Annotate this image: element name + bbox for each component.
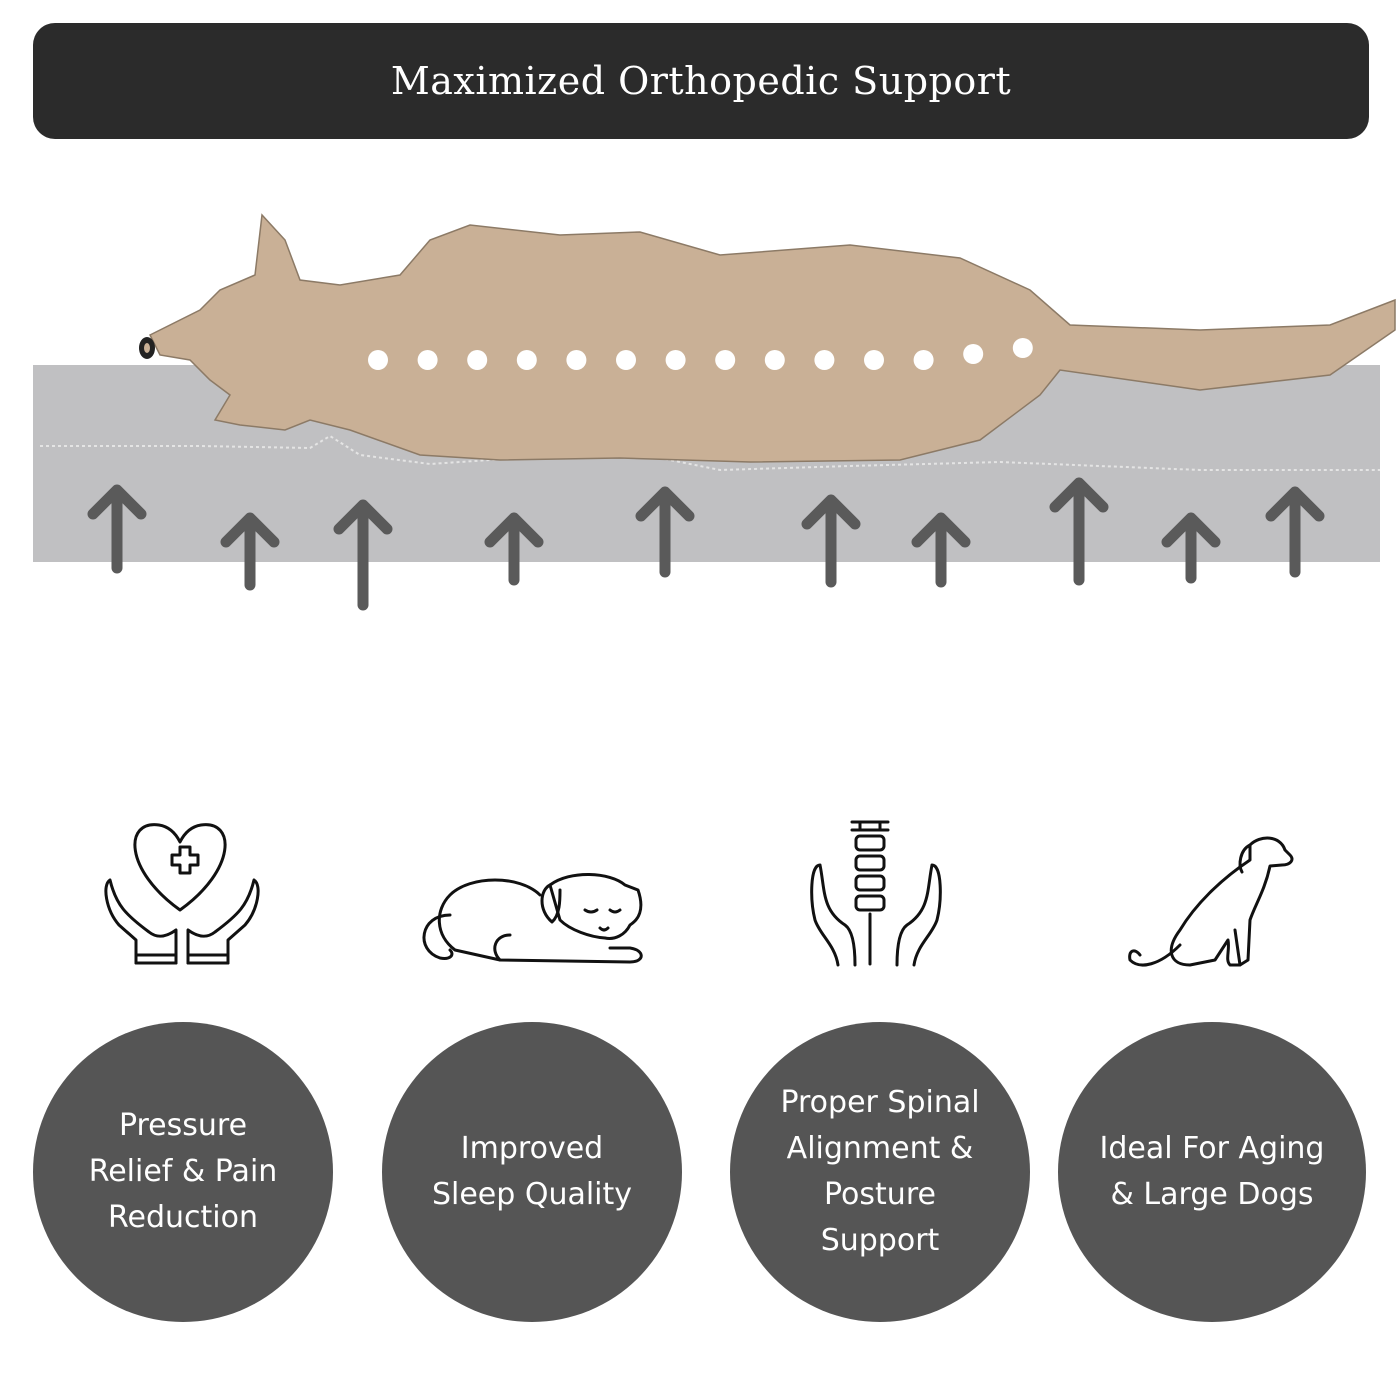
spine-dot	[467, 350, 488, 370]
feature-label: Pressure Relief & Pain Reduction	[88, 1108, 278, 1235]
sitting-dog-icon	[1128, 836, 1294, 967]
heart-hands-icon	[104, 823, 260, 965]
arrow-up-icon	[220, 512, 280, 591]
arrow-up-icon	[484, 512, 544, 586]
spine-dot	[963, 344, 984, 364]
spine-dot	[1012, 338, 1033, 358]
title-banner: Maximized Orthopedic Support	[33, 23, 1369, 139]
feature-label: Improved Sleep Quality	[431, 1131, 633, 1212]
arrow-up-icon	[1049, 477, 1109, 586]
spine-dot	[814, 350, 835, 370]
spine-dot	[368, 350, 388, 370]
feature-pressure-relief: Pressure Relief & Pain Reduction	[33, 1022, 333, 1322]
feature-label: Proper Spinal Alignment & Posture Suppor…	[780, 1085, 980, 1258]
orthopedic-illustration	[33, 213, 1396, 611]
spine-dot	[616, 350, 636, 370]
dog-body	[148, 213, 1396, 463]
spine-dots	[368, 338, 1033, 370]
spine-hands-icon	[810, 820, 942, 967]
spine-dot	[913, 350, 934, 370]
spine-dot	[864, 350, 884, 370]
page-title: Maximized Orthopedic Support	[390, 59, 1012, 103]
arrow-up-icon	[801, 494, 861, 588]
spine-dot	[715, 350, 736, 370]
sleeping-dog-icon	[422, 873, 643, 964]
feature-label: Ideal For Aging & Large Dogs	[1099, 1131, 1325, 1212]
arrow-up-icon	[635, 486, 695, 578]
feature-sleep-quality: Improved Sleep Quality	[382, 1022, 682, 1322]
arrow-up-icon	[1161, 512, 1221, 584]
spine-dot	[566, 350, 587, 370]
spine-dot	[764, 350, 785, 370]
arrow-up-icon	[911, 512, 971, 588]
support-arrows	[87, 477, 1325, 611]
mattress-contour-line	[40, 434, 1380, 472]
feature-spinal-alignment: Proper Spinal Alignment & Posture Suppor…	[730, 1022, 1030, 1322]
spine-dot	[417, 350, 438, 370]
arrow-up-icon	[87, 484, 147, 574]
feature-aging-large-dogs: Ideal For Aging & Large Dogs	[1058, 1022, 1366, 1322]
arrow-up-icon	[1265, 486, 1325, 578]
arrow-up-icon	[333, 499, 393, 611]
spine-dot	[516, 350, 537, 370]
spine-dot	[665, 350, 686, 370]
